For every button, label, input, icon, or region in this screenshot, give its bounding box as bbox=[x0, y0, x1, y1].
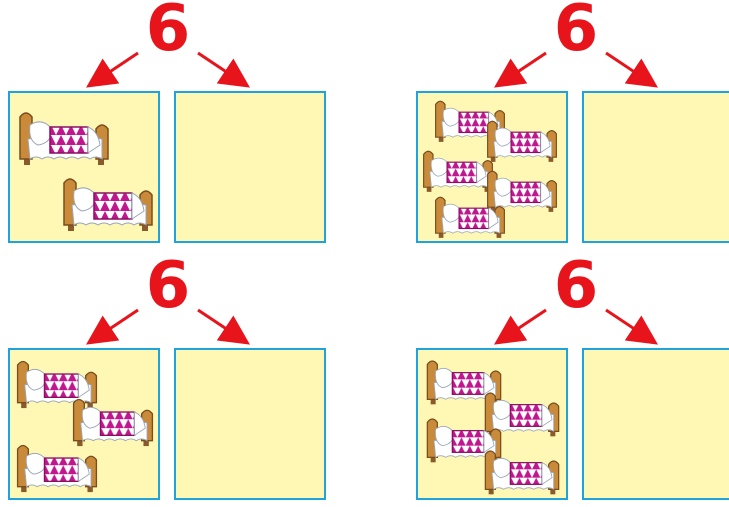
bed-icon bbox=[16, 105, 112, 169]
arrow-right-icon bbox=[605, 51, 658, 88]
total-number: 6 bbox=[553, 0, 599, 66]
arrow-left-icon bbox=[86, 51, 139, 88]
answer-box[interactable] bbox=[582, 91, 729, 243]
split-arrows bbox=[86, 51, 250, 88]
left-box bbox=[8, 348, 160, 500]
problem-4: 6 bbox=[416, 254, 729, 507]
arrow-right-icon bbox=[605, 308, 658, 345]
split-arrows bbox=[86, 308, 250, 345]
problem-2: 6 bbox=[416, 0, 729, 250]
answer-box[interactable] bbox=[174, 91, 326, 243]
split-arrows bbox=[494, 308, 658, 345]
left-box bbox=[416, 91, 568, 243]
total-number: 6 bbox=[145, 0, 191, 66]
arrow-left-icon bbox=[86, 308, 139, 345]
answer-box[interactable] bbox=[582, 348, 729, 500]
bed-icon bbox=[60, 171, 156, 235]
bed-icon bbox=[432, 191, 508, 241]
total-number: 6 bbox=[145, 249, 191, 323]
split-arrows bbox=[494, 51, 658, 88]
arrow-left-icon bbox=[494, 308, 547, 345]
total-number: 6 bbox=[553, 249, 599, 323]
arrow-left-icon bbox=[494, 51, 547, 88]
bed-icon bbox=[482, 444, 562, 498]
bed-icon bbox=[14, 438, 100, 496]
left-box bbox=[8, 91, 160, 243]
problem-1: 6 bbox=[8, 0, 338, 250]
left-box bbox=[416, 348, 568, 500]
arrow-right-icon bbox=[197, 308, 250, 345]
arrow-right-icon bbox=[197, 51, 250, 88]
problem-3: 6 bbox=[8, 254, 338, 507]
answer-box[interactable] bbox=[174, 348, 326, 500]
